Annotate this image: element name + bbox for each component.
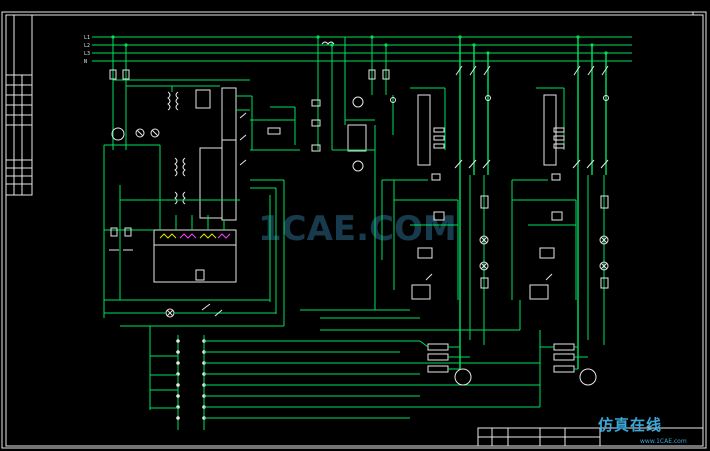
motor-branch-1 <box>393 37 491 386</box>
side-title-block <box>5 14 33 196</box>
bus-label: L2 <box>84 43 90 49</box>
bus-label: L1 <box>84 35 90 41</box>
brand-name: 仿真在线 <box>598 416 662 434</box>
brand-logo: 仿真在线 www.1CAE.com <box>598 416 687 445</box>
brand-url: www.1CAE.com <box>640 438 687 445</box>
drawing-frame <box>1 11 707 449</box>
supply-bus-lines: L1 L2 L3 N <box>84 35 632 65</box>
terminal-strip <box>149 326 540 430</box>
control-power-circuit <box>103 37 300 327</box>
bus-label: L3 <box>84 51 90 57</box>
watermark-text: 1CAE.COM <box>258 209 457 249</box>
bus-label: N <box>84 59 87 65</box>
motor-branch-2 <box>511 37 609 407</box>
title-block <box>477 427 704 447</box>
middle-control-circuit <box>300 37 520 331</box>
